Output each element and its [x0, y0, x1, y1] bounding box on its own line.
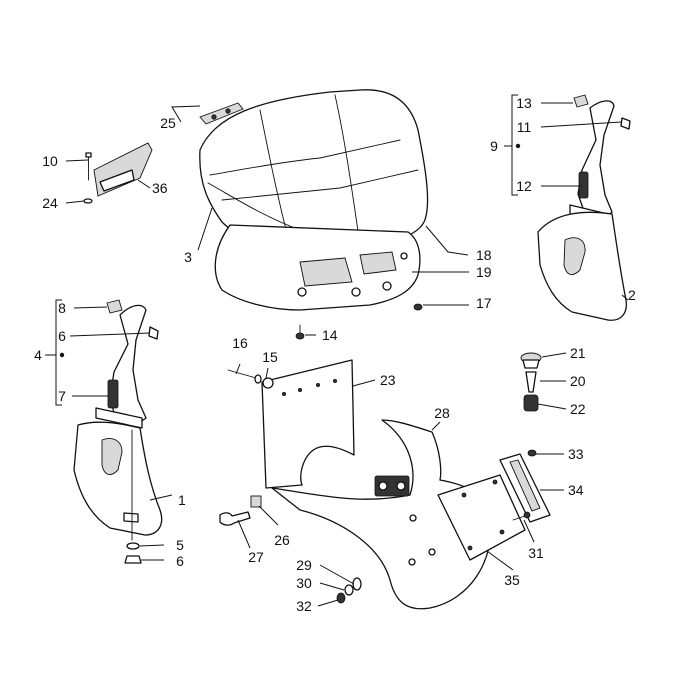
callout-19: 19: [476, 264, 492, 280]
callout-29: 29: [296, 557, 312, 573]
callout-23: 23: [380, 372, 396, 388]
callout-27: 27: [248, 549, 264, 565]
part-rivet-15-16: [227, 369, 274, 389]
part-nut-washer-5-6: [124, 542, 142, 564]
callout-33: 33: [568, 446, 584, 462]
part-front-shield: [250, 419, 492, 610]
callout-2: 2: [628, 287, 636, 303]
callout-30: 30: [296, 575, 312, 591]
callout-6-upper: 6: [58, 328, 66, 344]
callout-14: 14: [322, 327, 338, 343]
callout-25: 25: [160, 115, 176, 131]
callout-10: 10: [42, 153, 58, 169]
leader-lines: [45, 102, 629, 607]
callout-15: 15: [262, 349, 278, 365]
callout-5: 5: [176, 537, 184, 553]
bracket-group-9: [511, 94, 518, 196]
callout-17: 17: [476, 295, 492, 311]
part-plate-23: [261, 359, 355, 489]
callout-3: 3: [184, 249, 192, 265]
part-base-tray: [214, 224, 421, 311]
callout-32: 32: [296, 598, 312, 614]
callout-8: 8: [58, 300, 66, 316]
part-screw-17: [413, 303, 423, 311]
callout-18: 18: [476, 247, 492, 263]
part-small-cover: [93, 142, 153, 197]
part-stack-20-22: [520, 352, 542, 412]
callout-28: 28: [434, 405, 450, 421]
callout-20: 20: [570, 373, 586, 389]
callout-6-lower: 6: [176, 553, 184, 569]
callout-16: 16: [232, 335, 248, 351]
part-screw-33: [527, 449, 537, 457]
part-washers-29-32: [336, 577, 362, 604]
callout-35: 35: [504, 572, 520, 588]
part-right-panel: [537, 211, 628, 321]
callout-7: 7: [58, 388, 66, 404]
callout-4: 4: [34, 347, 42, 363]
part-washer-24: [83, 198, 93, 204]
part-plate-35: [437, 474, 526, 561]
part-left-hinge: [95, 299, 159, 429]
part-clip: [199, 102, 244, 125]
part-screw-10: [85, 152, 92, 181]
callout-26: 26: [274, 532, 290, 548]
bracket-group-4: [55, 299, 62, 406]
callout-34: 34: [568, 482, 584, 498]
part-bracket-34: [499, 453, 551, 523]
callout-11: 11: [517, 119, 532, 135]
callout-9: 9: [490, 138, 498, 154]
callout-24: 24: [42, 195, 58, 211]
callout-31: 31: [528, 545, 544, 561]
callout-labels: 1 2 3 4 5 6 6 7 8 9 10 11 12 13 14 15 16…: [34, 95, 636, 614]
callout-36: 36: [152, 180, 168, 196]
callout-12: 12: [516, 178, 532, 194]
callout-22: 22: [570, 401, 586, 417]
part-left-panel: [73, 421, 163, 541]
callout-21: 21: [570, 345, 586, 361]
part-screw-31: [512, 511, 531, 521]
leader-dots: [59, 143, 521, 358]
callout-13: 13: [516, 95, 532, 111]
part-screw-14: [295, 324, 305, 340]
part-screw-27: [219, 511, 251, 526]
callout-1: 1: [178, 492, 186, 508]
